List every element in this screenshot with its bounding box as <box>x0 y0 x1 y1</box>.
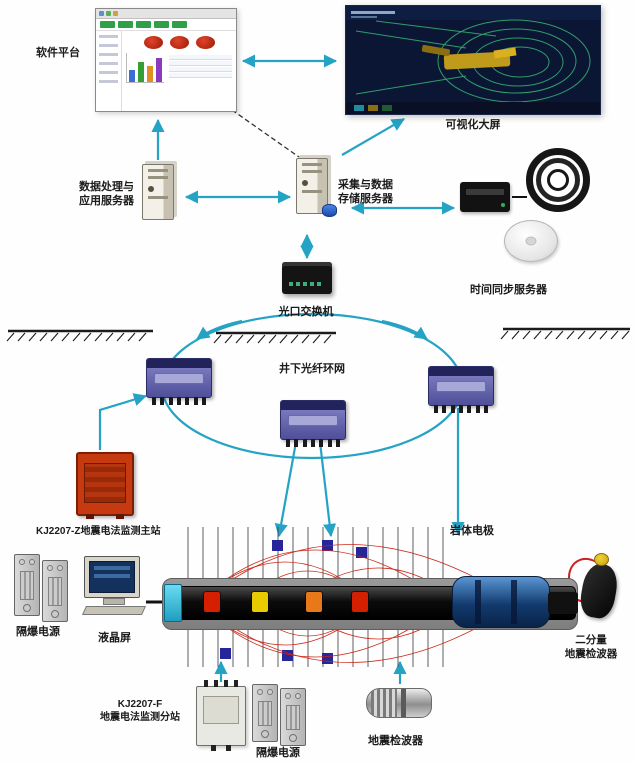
master-station-label: KJ2207-Z地震电法监测主站 <box>36 526 161 537</box>
platform-bar-chart <box>126 53 164 83</box>
switch-ports <box>282 262 332 286</box>
substation-f-label: KJ2207-F 地震电法监测分站 <box>100 699 180 723</box>
titlebar-dot-icon <box>106 11 111 16</box>
app-server-label: 数据处理与 应用服务器 <box>79 181 134 208</box>
flameproof-power-left-label: 隔爆电源 <box>16 626 60 638</box>
flameproof-power-bottom-label: 隔爆电源 <box>256 747 300 759</box>
big-screen-label: 可视化大屏 <box>445 119 501 131</box>
time-sync-label: 时间同步服务器 <box>470 284 547 296</box>
geophone-label: 地震检波器 <box>368 735 423 747</box>
antenna-cable-coil <box>526 148 590 212</box>
app-server-tower <box>142 164 174 220</box>
cables <box>146 196 576 606</box>
gps-antenna-disc <box>504 220 558 262</box>
flameproof-power-box <box>280 688 306 746</box>
flameproof-power-box <box>14 554 40 616</box>
platform-titlebar <box>96 9 236 19</box>
tunnel-3d-render <box>346 6 600 114</box>
lcd-monitor <box>81 556 147 615</box>
software-platform-label: 软件平台 <box>36 47 80 59</box>
two-component-geophone-label: 二分量 地震检波器 <box>564 634 618 660</box>
optical-switch-box <box>282 262 332 294</box>
two-component-geophone-device <box>566 548 632 628</box>
geophone-cap-icon <box>594 553 609 566</box>
time-sync-unit <box>460 182 510 212</box>
platform-table <box>169 53 232 83</box>
fiber-ring-label: 井下光纤环网 <box>279 363 345 375</box>
probe-cylinder <box>452 576 550 628</box>
substation-f-box <box>196 680 246 751</box>
ring-node-left <box>146 358 212 405</box>
platform-gauges <box>126 36 232 49</box>
titlebar-dot-icon <box>99 11 104 16</box>
geophone-cylinder <box>366 688 432 718</box>
lcd-label: 液晶屏 <box>98 632 131 644</box>
dashed-link <box>231 109 300 158</box>
rock-electrode-label: 岩体电极 <box>450 525 494 537</box>
storage-server-label: 采集与数据 存储服务器 <box>338 179 393 206</box>
titlebar-dot-icon <box>113 11 118 16</box>
flameproof-power-box <box>42 560 68 622</box>
ground-hatch <box>6 327 630 344</box>
ring-node-right <box>428 366 494 413</box>
flameproof-power-box <box>252 684 278 742</box>
optical-switch-label: 光口交换机 <box>278 306 334 318</box>
electrode-red <box>352 592 368 612</box>
storage-server-tower <box>296 158 328 214</box>
electrode-yellow <box>252 592 268 612</box>
software-platform-window <box>95 8 237 112</box>
electrode-orange <box>306 592 322 612</box>
platform-toolbar <box>96 19 236 31</box>
master-station-box <box>76 452 134 519</box>
database-icon <box>322 204 337 217</box>
electrode-red <box>204 592 220 612</box>
visualization-big-screen <box>345 5 601 115</box>
platform-sidebar <box>96 31 122 111</box>
tube-head-coupling <box>164 584 182 622</box>
ring-node-center <box>280 400 346 447</box>
